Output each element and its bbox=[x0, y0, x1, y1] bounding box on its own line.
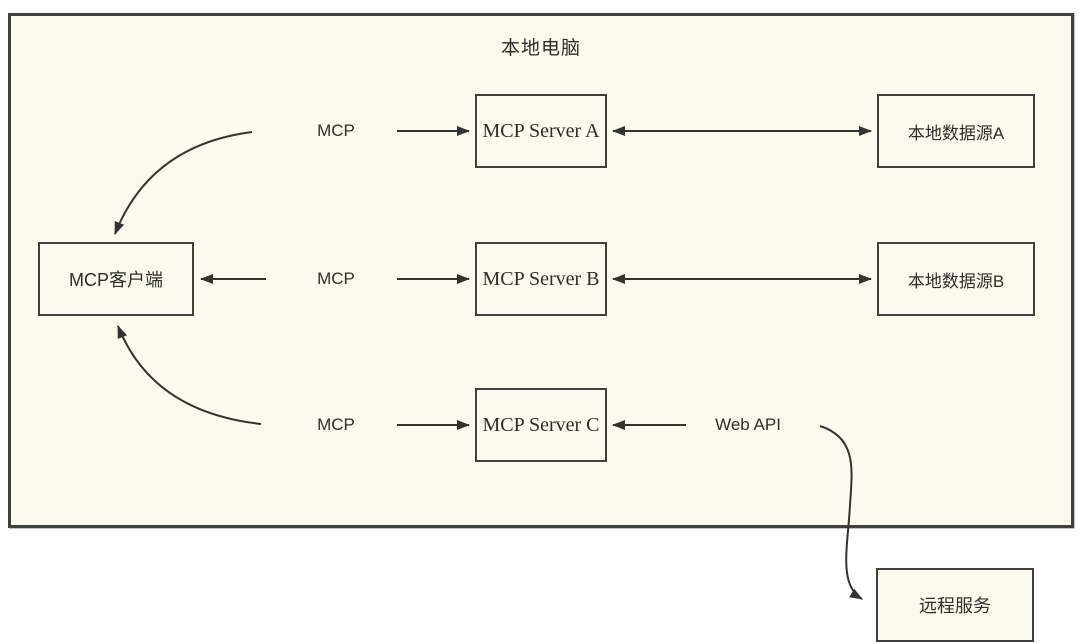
edge-label-web-api: Web API bbox=[715, 415, 781, 434]
node-remote-service-label: 远程服务 bbox=[919, 596, 991, 616]
diagram-title: 本地电脑 bbox=[500, 38, 581, 59]
node-local-datasource-b-label: 本地数据源B bbox=[907, 271, 1005, 291]
node-mcp-server-a-label: MCP Server A bbox=[482, 119, 600, 142]
node-mcp-server-a: MCP Server A bbox=[475, 94, 607, 168]
curved-arrow-webapi-to-remote-service bbox=[819, 425, 863, 600]
node-local-datasource-a: 本地数据源A bbox=[877, 94, 1035, 168]
node-mcp-server-b-label: MCP Server B bbox=[482, 267, 600, 290]
node-remote-service: 远程服务 bbox=[876, 568, 1034, 642]
node-mcp-client-label: MCP客户端 bbox=[69, 270, 163, 290]
node-local-datasource-a-label: 本地数据源A bbox=[907, 123, 1005, 143]
edge-label-mcp-a: MCP bbox=[317, 121, 355, 140]
node-mcp-server-b: MCP Server B bbox=[475, 242, 607, 316]
curved-arrow-mcp-a-to-client-top bbox=[114, 131, 253, 235]
curved-arrow-mcp-c-to-client-bottom bbox=[117, 325, 262, 425]
node-mcp-server-c-label: MCP Server C bbox=[482, 413, 600, 436]
node-local-datasource-b: 本地数据源B bbox=[877, 242, 1035, 316]
edge-label-mcp-b: MCP bbox=[317, 269, 355, 288]
node-mcp-client: MCP客户端 bbox=[38, 242, 194, 316]
edge-label-mcp-c: MCP bbox=[317, 415, 355, 434]
node-mcp-server-c: MCP Server C bbox=[475, 388, 607, 462]
